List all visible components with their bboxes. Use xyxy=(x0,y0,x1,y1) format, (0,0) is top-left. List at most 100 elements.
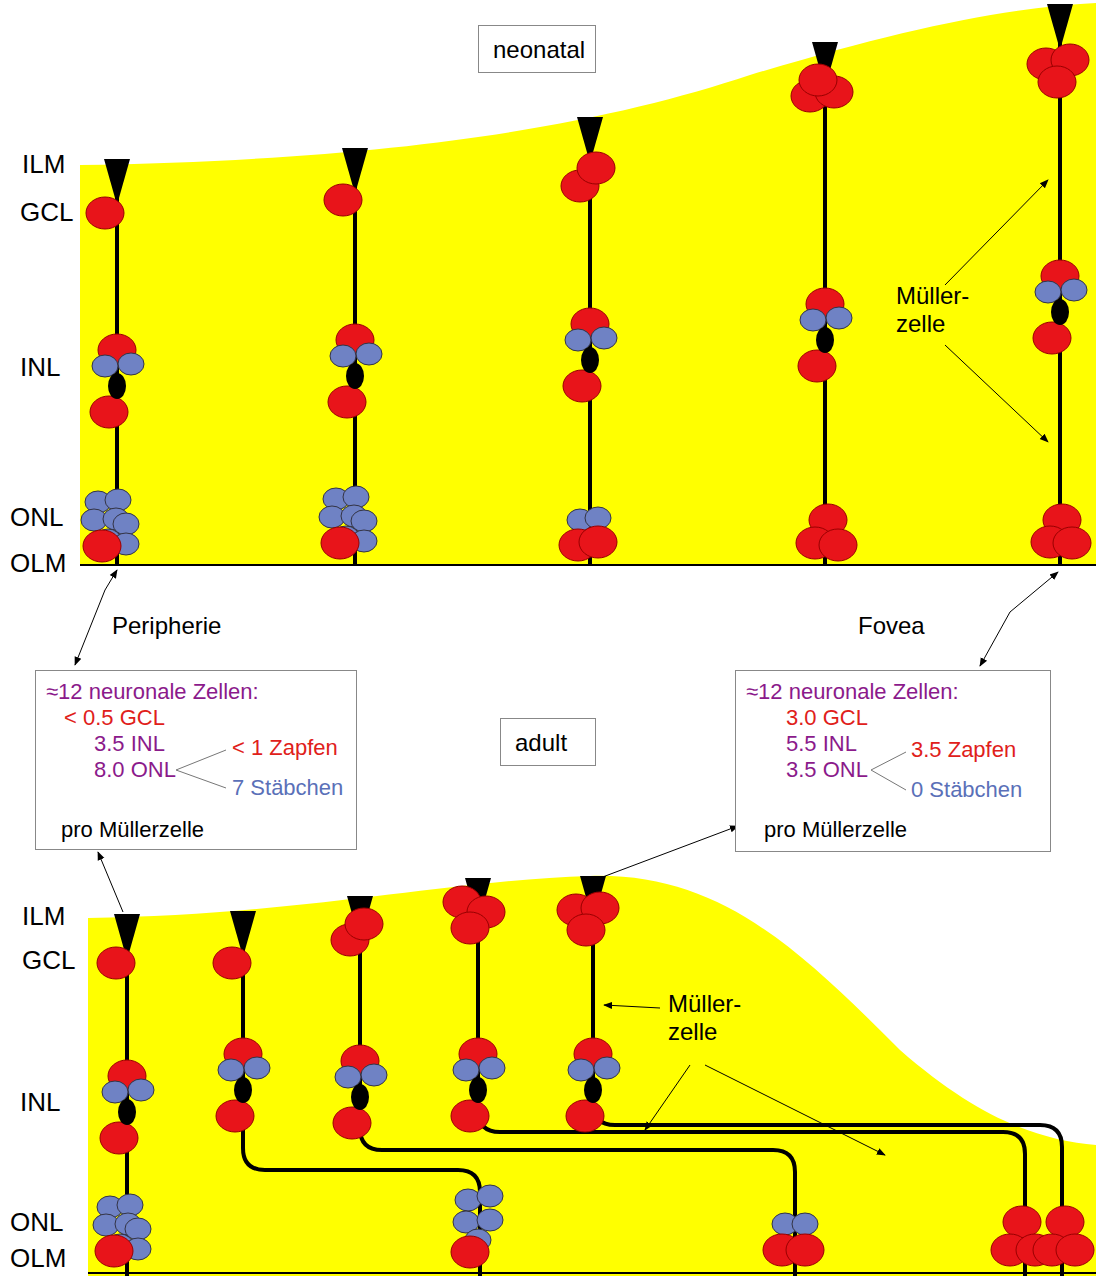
cone-or-neuron-cell xyxy=(1053,527,1091,559)
layer-label: OLM xyxy=(10,549,66,579)
rod-cell xyxy=(591,327,617,349)
muller-endfoot xyxy=(1047,4,1073,50)
info-box: ≈12 neuronale Zellen:< 0.5 GCL3.5 INL8.0… xyxy=(35,670,357,850)
layer-label: INL xyxy=(20,1088,60,1118)
cone-or-neuron-cell xyxy=(579,526,617,558)
layer-label: Fovea xyxy=(858,612,925,640)
layer-label: Peripherie xyxy=(112,612,221,640)
rod-cell xyxy=(118,353,144,375)
bracket-line xyxy=(871,752,906,770)
cone-or-neuron-cell xyxy=(1038,66,1076,98)
cone-or-neuron-cell xyxy=(216,1100,254,1132)
cone-or-neuron-cell xyxy=(95,1235,133,1267)
cone-or-neuron-cell xyxy=(819,529,857,561)
muller-nucleus xyxy=(108,373,126,399)
layer-label: GCL xyxy=(22,946,75,976)
muller-nucleus xyxy=(351,1084,369,1110)
muller-nucleus xyxy=(1051,299,1069,325)
rod-cell xyxy=(792,1213,818,1235)
box-text: < 1 Zapfen xyxy=(232,735,338,760)
cell-label: Müller- zelle xyxy=(896,282,991,337)
muller-nucleus xyxy=(584,1077,602,1103)
muller-cell xyxy=(593,880,1062,1276)
layer-label: INL xyxy=(20,353,60,383)
bracket-line xyxy=(176,750,226,770)
box-text: ≈12 neuronale Zellen: xyxy=(46,679,259,704)
box-text: ≈12 neuronale Zellen: xyxy=(746,679,959,704)
rod-cell xyxy=(1061,279,1087,301)
rod-cell xyxy=(361,1064,387,1086)
cone-or-neuron-cell xyxy=(567,914,605,946)
muller-cell xyxy=(478,882,1025,1276)
olm-line xyxy=(88,1272,1096,1274)
muller-nucleus xyxy=(346,363,364,389)
cone-or-neuron-cell xyxy=(213,947,251,979)
cone-or-neuron-cell xyxy=(451,912,489,944)
stage-box: adult xyxy=(500,718,596,766)
cell-label: Müller- zelle xyxy=(668,990,763,1045)
stage-box: neonatal xyxy=(478,25,596,73)
cone-or-neuron-cell xyxy=(321,527,359,559)
layer-label: ILM xyxy=(22,902,65,932)
box-text: < 0.5 GCL xyxy=(64,705,165,730)
muller-cell xyxy=(360,900,795,1276)
cone-or-neuron-cell xyxy=(451,1100,489,1132)
box-text: 8.0 ONL xyxy=(94,757,176,782)
cone-or-neuron-cell xyxy=(566,1100,604,1132)
box-text: neonatal xyxy=(493,36,585,64)
cone-or-neuron-cell xyxy=(1003,1206,1041,1238)
muller-nucleus xyxy=(816,327,834,353)
rod-cell xyxy=(356,343,382,365)
cone-or-neuron-cell xyxy=(90,396,128,428)
layer-label: ONL xyxy=(10,1208,63,1238)
box-text: 3.5 INL xyxy=(94,731,165,756)
neonatal-retina xyxy=(80,3,1096,565)
info-box: ≈12 neuronale Zellen:3.0 GCL5.5 INL3.5 O… xyxy=(735,670,1051,852)
bracket-line xyxy=(176,770,226,788)
cone-or-neuron-cell xyxy=(786,1234,824,1266)
rod-cell xyxy=(479,1057,505,1079)
box-text: pro Müllerzelle xyxy=(764,817,907,842)
bracket-line xyxy=(871,770,906,790)
muller-nucleus xyxy=(581,347,599,373)
box-text: adult xyxy=(515,729,567,757)
cone-or-neuron-cell xyxy=(324,184,362,216)
box-text: 3.0 GCL xyxy=(786,705,868,730)
cone-or-neuron-cell xyxy=(333,1107,371,1139)
layer-label: ILM xyxy=(22,150,65,180)
rod-cell xyxy=(594,1057,620,1079)
rod-cell xyxy=(477,1185,503,1207)
cone-or-neuron-cell xyxy=(1033,322,1071,354)
cone-or-neuron-cell xyxy=(799,64,837,96)
cone-or-neuron-cell xyxy=(1046,1206,1084,1238)
muller-nucleus xyxy=(469,1077,487,1103)
layer-label: OLM xyxy=(10,1244,66,1274)
cone-or-neuron-cell xyxy=(86,197,124,229)
leader-lines xyxy=(75,180,1058,1155)
box-text: 7 Stäbchen xyxy=(232,775,343,800)
rod-cell xyxy=(477,1209,503,1231)
rod-cell xyxy=(455,1189,481,1211)
rod-cell xyxy=(128,1079,154,1101)
box-text: 0 Stäbchen xyxy=(911,777,1022,802)
box-text: 3.5 Zapfen xyxy=(911,737,1016,762)
box-text: 5.5 INL xyxy=(786,731,857,756)
cone-or-neuron-cell xyxy=(798,350,836,382)
box-text: 3.5 ONL xyxy=(786,757,868,782)
layer-label: ONL xyxy=(10,503,63,533)
cone-or-neuron-cell xyxy=(451,1236,489,1268)
box-text: pro Müllerzelle xyxy=(61,817,204,842)
cone-or-neuron-cell xyxy=(563,370,601,402)
layer-label: GCL xyxy=(20,198,73,228)
cone-or-neuron-cell xyxy=(577,152,615,184)
muller-nucleus xyxy=(234,1077,252,1103)
cone-or-neuron-cell xyxy=(1056,1234,1094,1266)
cone-or-neuron-cell xyxy=(97,947,135,979)
cone-or-neuron-cell xyxy=(83,530,121,562)
cone-or-neuron-cell xyxy=(100,1122,138,1154)
cone-or-neuron-cell xyxy=(345,908,383,940)
adult-retina xyxy=(88,876,1096,1276)
cone-or-neuron-cell xyxy=(328,386,366,418)
muller-nucleus xyxy=(118,1099,136,1125)
rod-cell xyxy=(244,1057,270,1079)
